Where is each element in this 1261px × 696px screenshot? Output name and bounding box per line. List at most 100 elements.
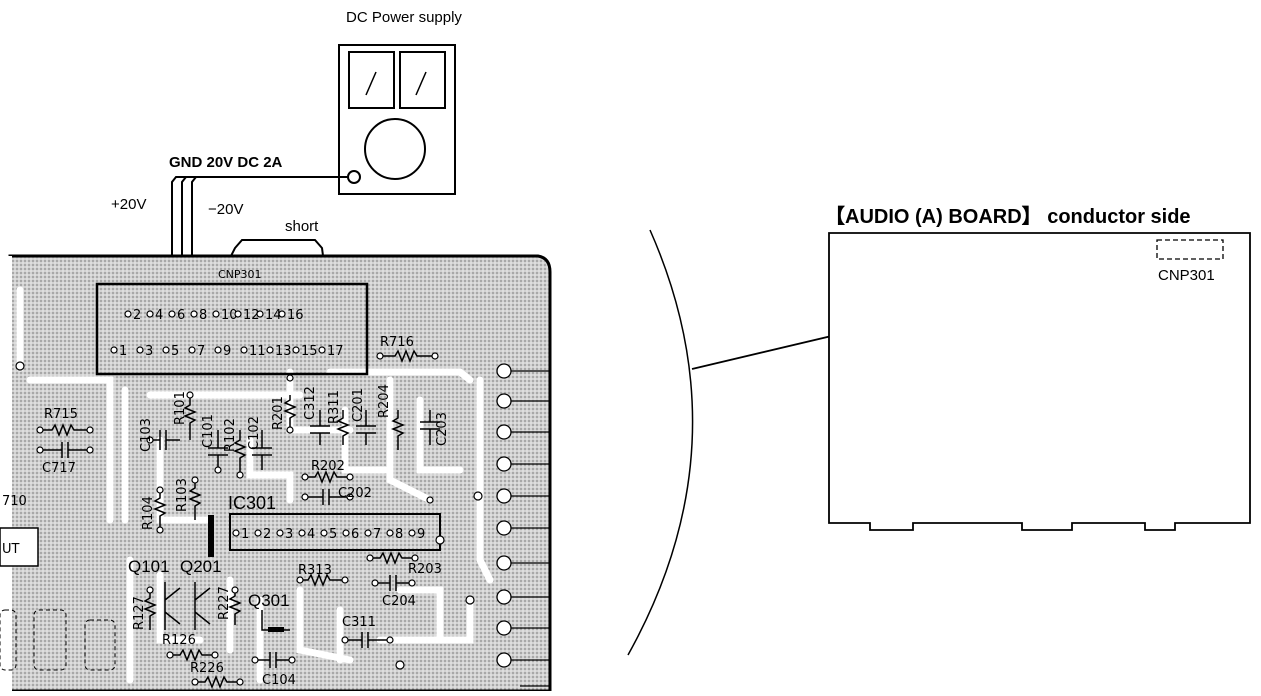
ic301-pin-6: 6 xyxy=(351,527,359,542)
ic301-pad-8 xyxy=(386,529,394,537)
ic301-pin-2: 2 xyxy=(263,527,271,542)
solder-pads xyxy=(15,352,483,686)
resistor-r715 xyxy=(40,422,90,438)
audio-board-outline xyxy=(828,232,1251,531)
lead-minus-20v xyxy=(191,176,348,303)
resistor-r202 xyxy=(305,469,350,485)
cnp301-top-pin-2: 2 xyxy=(133,308,141,323)
cnp301-bottom-pin-9: 9 xyxy=(223,344,231,359)
label-r715: R715 xyxy=(44,407,78,422)
label-q101: Q101 xyxy=(128,557,170,576)
label-c201: C201 xyxy=(351,388,366,422)
label-r203: R203 xyxy=(408,562,442,577)
edge-pads xyxy=(496,363,550,687)
cnp301-top-pad-16 xyxy=(278,310,286,318)
label-q301: Q301 xyxy=(248,591,290,610)
cnp301-bottom-pad-15 xyxy=(292,346,300,354)
label-710: 710 xyxy=(2,494,27,509)
dc-power-supply: DC Power supply GND 20V DC 2A xyxy=(169,9,462,195)
ic301-pad-6 xyxy=(342,529,350,537)
label-c104: C104 xyxy=(262,673,296,688)
capacitor-c104 xyxy=(255,652,292,668)
cnp301-top-pin-4: 4 xyxy=(155,308,163,323)
cnp301-bottom-pin-11: 11 xyxy=(249,344,266,359)
resistor-r201 xyxy=(282,395,298,430)
resistor-r126 xyxy=(170,647,215,663)
ic301-pin-9: 9 xyxy=(417,527,425,542)
cnp301-top-pad-6 xyxy=(168,310,176,318)
cnp301-top-pin-8: 8 xyxy=(199,308,207,323)
cnp301-top-pad-12 xyxy=(234,310,242,318)
resistor-r101 xyxy=(182,395,198,440)
cnp301-top-pad-14 xyxy=(256,310,264,318)
cnp301-top-pad-10 xyxy=(212,310,220,318)
label-r202: R202 xyxy=(311,459,345,474)
label-c312: C312 xyxy=(303,386,318,420)
ic301-pin-5: 5 xyxy=(329,527,337,542)
component-labels: R715 C717 R716 R101 C103 C101 R102 C102 … xyxy=(2,335,450,688)
cnp301-bottom-pad-7 xyxy=(188,346,196,354)
cnp301-top-pad-4 xyxy=(146,310,154,318)
cnp301-bottom-pin-1: 1 xyxy=(119,344,127,359)
ic301-pin-7: 7 xyxy=(373,527,381,542)
ic301-pad-9 xyxy=(408,529,416,537)
label-c102: C102 xyxy=(247,416,262,450)
ic301-pin-3: 3 xyxy=(285,527,293,542)
lead-minus-label: −20V xyxy=(208,201,243,218)
component-symbols xyxy=(40,348,440,690)
cnp301-top-pin-12: 12 xyxy=(243,308,260,323)
adjust-knob-icon xyxy=(364,118,426,180)
capacitor-c102 xyxy=(252,430,272,470)
short-label: short xyxy=(285,218,319,235)
magnifier-arc xyxy=(627,229,694,656)
cnp301-top-pin-14: 14 xyxy=(265,308,282,323)
label-c202: C202 xyxy=(338,486,372,501)
cnp301-top-pad-8 xyxy=(190,310,198,318)
label-r311: R311 xyxy=(327,390,342,424)
capacitor-c204 xyxy=(375,575,412,591)
resistor-r103 xyxy=(187,480,203,520)
resistor-r127 xyxy=(142,590,158,630)
capacitor-c203 xyxy=(420,410,440,445)
label-c203: C203 xyxy=(435,412,450,446)
label-r127: R127 xyxy=(132,596,147,630)
ic301-pin-8: 8 xyxy=(395,527,403,542)
label-out: UT xyxy=(2,542,20,557)
label-r204: R204 xyxy=(377,384,392,418)
supply-output-label: GND 20V DC 2A xyxy=(169,154,283,171)
capacitor-c311 xyxy=(345,632,390,648)
ic301-pad-2 xyxy=(254,529,262,537)
cnp301-bottom-pin-7: 7 xyxy=(197,344,205,359)
label-r313: R313 xyxy=(298,563,332,578)
capacitor-c101 xyxy=(208,430,228,470)
label-r102: R102 xyxy=(223,418,238,452)
resistor-r311 xyxy=(335,410,351,445)
capacitor-c717 xyxy=(40,442,90,458)
ic301-pad-7 xyxy=(364,529,372,537)
cnp301-bottom-pad-3 xyxy=(136,346,144,354)
ic301-pin-4: 4 xyxy=(307,527,315,542)
cnp301-location xyxy=(1156,239,1224,260)
cnp301-top-pad-2 xyxy=(124,310,132,318)
label-r126: R126 xyxy=(162,633,196,648)
capacitor-c202 xyxy=(305,489,350,505)
resistor-r203 xyxy=(370,550,415,566)
out-box xyxy=(0,527,39,567)
label-q201: Q201 xyxy=(180,557,222,576)
resistor-r226 xyxy=(195,674,240,690)
label-r227: R227 xyxy=(217,586,232,620)
resistor-r313 xyxy=(300,572,345,588)
pcb-traces xyxy=(16,286,494,684)
cnp301-top-pin-16: 16 xyxy=(287,308,304,323)
cnp301-bottom-pin-13: 13 xyxy=(275,344,292,359)
resistor-r102 xyxy=(232,430,248,475)
ic301-pin-1: 1 xyxy=(241,527,249,542)
cnp301-bottom-pin-5: 5 xyxy=(171,344,179,359)
label-c717: C717 xyxy=(42,461,76,476)
